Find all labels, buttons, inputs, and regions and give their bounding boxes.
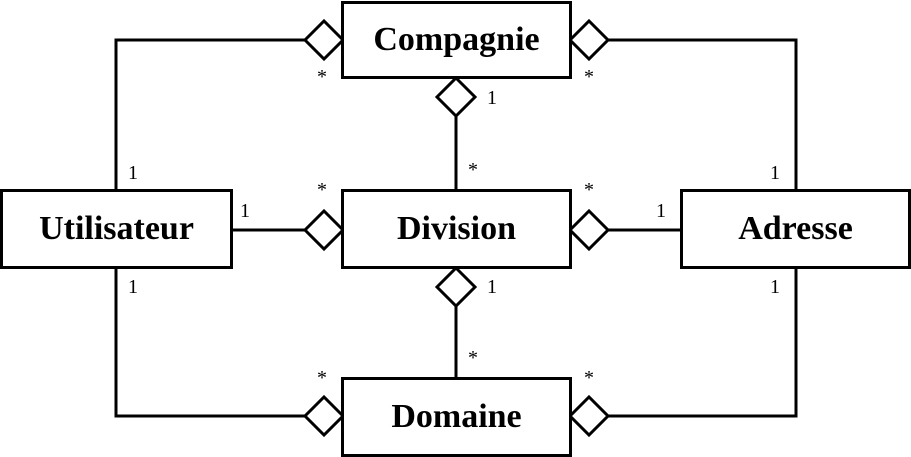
- multiplicity-label: 1: [487, 276, 497, 298]
- aggregation-diamond-division-left: [302, 208, 346, 252]
- multiplicity-label: 1: [128, 276, 138, 298]
- aggregation-diamond-domaine-left: [302, 394, 346, 438]
- association-adresse-compagnie: [608, 38, 798, 190]
- multiplicity-label: *: [584, 66, 594, 88]
- multiplicity-label: 1: [656, 200, 666, 222]
- class-adresse[interactable]: Adresse: [680, 189, 911, 269]
- class-utilisateur[interactable]: Utilisateur: [0, 189, 233, 269]
- class-compagnie[interactable]: Compagnie: [341, 1, 572, 79]
- multiplicity-label: 1: [770, 276, 780, 298]
- association-utilisateur-compagnie: [114, 38, 305, 190]
- aggregation-diamond-division-bottom: [434, 265, 478, 309]
- aggregation-diamond-compagnie-left: [302, 18, 346, 62]
- aggregation-diamond-compagnie-right: [567, 18, 611, 62]
- association-utilisateur-domaine: [114, 267, 305, 418]
- multiplicity-label: *: [317, 367, 327, 389]
- multiplicity-label: *: [584, 179, 594, 201]
- multiplicity-label: *: [317, 66, 327, 88]
- multiplicity-label: *: [584, 367, 594, 389]
- multiplicity-label: *: [468, 347, 478, 369]
- aggregation-diamond-compagnie-bottom: [434, 75, 478, 119]
- multiplicity-label: 1: [487, 87, 497, 109]
- multiplicity-label: 1: [240, 200, 250, 222]
- class-domaine[interactable]: Domaine: [341, 377, 572, 457]
- class-division[interactable]: Division: [341, 189, 572, 269]
- multiplicity-label: 1: [770, 162, 780, 184]
- multiplicity-label: *: [468, 159, 478, 181]
- association-adresse-domaine: [608, 267, 798, 418]
- multiplicity-label: 1: [128, 162, 138, 184]
- aggregation-diamond-domaine-right: [567, 394, 611, 438]
- aggregation-diamond-division-right: [567, 208, 611, 252]
- multiplicity-label: *: [317, 179, 327, 201]
